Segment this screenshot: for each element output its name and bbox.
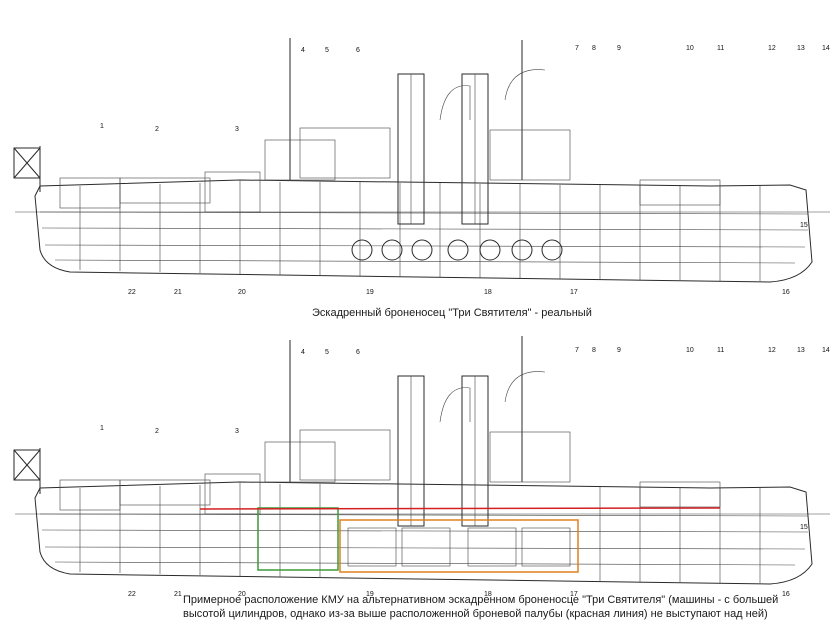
armor-deck-line: [199, 507, 721, 510]
callout-number-3-bottom: 3: [235, 428, 239, 435]
callout-number-20-bottom: 20: [238, 591, 246, 598]
callout-number-15-bottom: 15: [800, 524, 808, 531]
machinery-box: [257, 507, 339, 571]
caption-bottom-line2: высотой цилиндров, однако из-за выше рас…: [183, 608, 768, 620]
callout-number-6-bottom: 6: [356, 349, 360, 356]
frames-top: [79, 181, 761, 281]
top-ship: [13, 38, 830, 283]
callout-number-15-top: 15: [800, 222, 808, 229]
callout-number-6-top: 6: [356, 47, 360, 54]
callout-number-9-top: 9: [617, 45, 621, 52]
callout-number-13-bottom: 13: [797, 347, 805, 354]
callout-number-11-top: 11: [717, 45, 724, 52]
caption-top: Эскадренный броненосец "Три Святителя" -…: [312, 307, 592, 319]
callout-number-18-bottom: 18: [484, 591, 492, 598]
callout-number-21-top: 21: [174, 289, 182, 296]
hull-top: [34, 179, 813, 283]
callout-number-16-bottom: 16: [782, 591, 790, 598]
callout-number-8-top: 8: [592, 45, 596, 52]
callout-number-12-bottom: 12: [768, 347, 776, 354]
callout-number-14-top: 14: [822, 45, 830, 52]
bottom-ship: [13, 336, 830, 585]
callout-number-7-top: 7: [575, 45, 579, 52]
callout-number-2-bottom: 2: [155, 428, 159, 435]
callout-number-12-top: 12: [768, 45, 776, 52]
callout-number-11-bottom: 11: [717, 347, 724, 354]
callout-number-14-bottom: 14: [822, 347, 830, 354]
callout-number-8-bottom: 8: [592, 347, 596, 354]
callout-number-20-top: 20: [238, 289, 246, 296]
frames-bottom: [79, 483, 761, 583]
callout-number-9-bottom: 9: [617, 347, 621, 354]
callout-number-22-bottom: 22: [128, 591, 136, 598]
callout-number-17-top: 17: [570, 289, 578, 296]
callout-number-4-bottom: 4: [301, 349, 305, 356]
callout-number-3-top: 3: [235, 126, 239, 133]
callout-number-21-bottom: 21: [174, 591, 182, 598]
callout-number-7-bottom: 7: [575, 347, 579, 354]
callout-number-18-top: 18: [484, 289, 492, 296]
callout-number-1-top: 1: [100, 123, 104, 130]
callout-number-4-top: 4: [301, 47, 305, 54]
callout-number-16-top: 16: [782, 289, 790, 296]
callout-number-22-top: 22: [128, 289, 136, 296]
hull-bottom: [34, 481, 813, 585]
callout-number-17-bottom: 17: [570, 591, 578, 598]
caption-bottom-line1: Примерное расположение КМУ на альтернати…: [183, 594, 779, 606]
boiler-box: [339, 519, 579, 573]
callout-number-13-top: 13: [797, 45, 805, 52]
callout-number-2-top: 2: [155, 126, 159, 133]
callout-number-10-top: 10: [686, 45, 694, 52]
boilers-bottom: [347, 527, 571, 567]
callout-number-10-bottom: 10: [686, 347, 694, 354]
callout-number-19-top: 19: [366, 289, 374, 296]
callout-number-1-bottom: 1: [100, 425, 104, 432]
callout-number-19-bottom: 19: [366, 591, 374, 598]
boilers-top: [351, 239, 563, 261]
callout-number-5-bottom: 5: [325, 349, 329, 356]
callout-number-5-top: 5: [325, 47, 329, 54]
